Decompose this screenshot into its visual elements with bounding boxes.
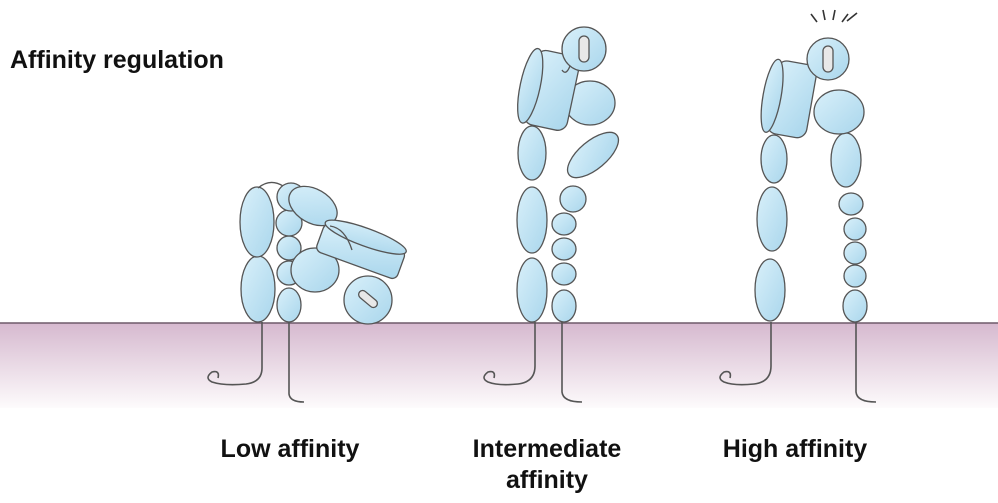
label-low-text: Low affinity bbox=[221, 435, 360, 463]
label-high-text: High affinity bbox=[723, 435, 867, 463]
label-high-affinity: High affinity bbox=[690, 434, 900, 465]
label-intermediate-line2: affinity bbox=[506, 466, 588, 494]
cell-membrane bbox=[0, 323, 998, 408]
diagram-title: Affinity regulation bbox=[10, 46, 224, 75]
integrin-intermediate-affinity bbox=[513, 27, 626, 322]
activation-rays-icon bbox=[811, 10, 857, 22]
label-low-affinity: Low affinity bbox=[190, 434, 390, 465]
label-intermediate-affinity: Intermediate affinity bbox=[437, 434, 657, 496]
integrin-low-affinity bbox=[240, 178, 409, 324]
integrin-high-affinity bbox=[755, 38, 867, 322]
label-intermediate-line1: Intermediate bbox=[473, 435, 622, 463]
